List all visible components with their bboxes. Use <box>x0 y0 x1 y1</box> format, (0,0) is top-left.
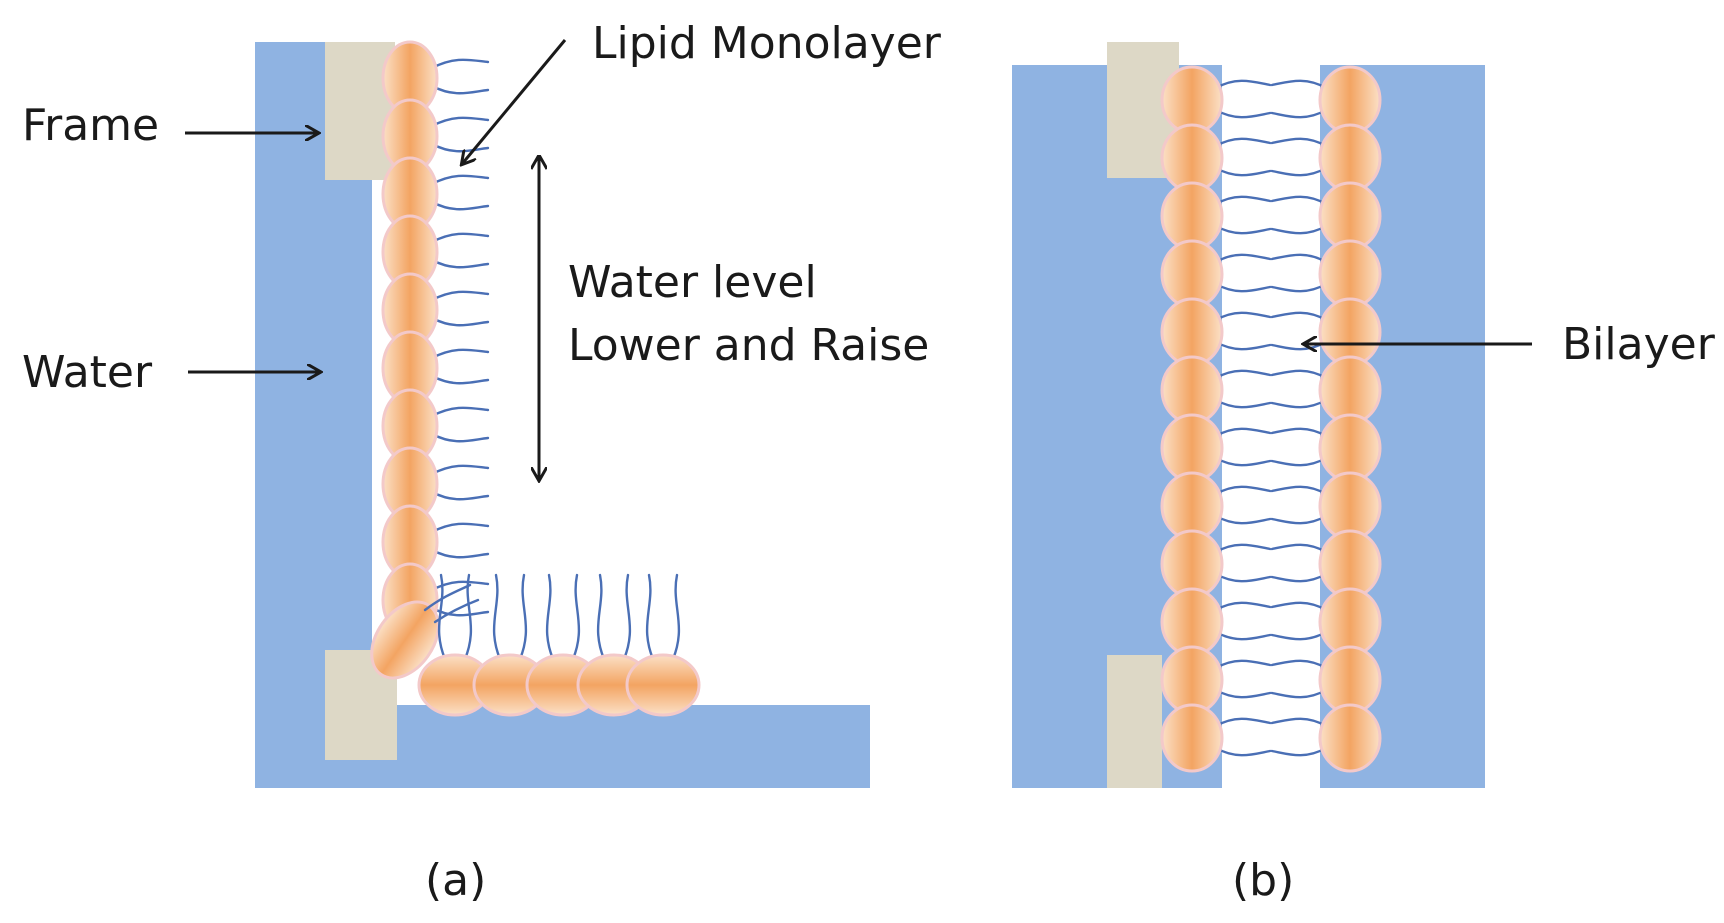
lipid-tail <box>1214 717 1272 728</box>
lipid-tail <box>1214 601 1272 612</box>
lipid-tail <box>430 290 490 302</box>
lipid-head <box>1160 181 1224 251</box>
lipid-head <box>1160 297 1224 367</box>
lipid-tail <box>1214 137 1272 148</box>
lipid-head <box>1318 413 1382 483</box>
lipid-head <box>1318 181 1382 251</box>
lipid-tail <box>1270 601 1328 612</box>
panel-b: Bilayer (b) <box>1012 42 1716 906</box>
lipid-head <box>1318 529 1382 599</box>
lipid-tail <box>430 464 490 476</box>
lipid-monolayer-vertical <box>381 40 490 638</box>
lipid-tail <box>430 606 490 617</box>
lipid-monolayer-horizontal <box>417 573 701 717</box>
lipid-tail <box>1270 369 1328 380</box>
lipid-monolayer-arrow <box>462 39 567 164</box>
lipid-tail <box>463 573 473 661</box>
lipid-tail <box>671 573 681 661</box>
lipid-tail <box>1214 427 1272 438</box>
lipid-head <box>1160 529 1224 599</box>
lipid-tail <box>1270 137 1328 148</box>
lipid-head <box>1160 65 1224 135</box>
water-level-label-line1: Water level <box>568 257 817 308</box>
panel-a-caption: (a) <box>425 855 486 906</box>
lipid-tail <box>1270 253 1328 264</box>
frame-label: Frame <box>22 100 159 151</box>
lipid-head <box>1318 471 1382 541</box>
lipid-head <box>1318 297 1382 367</box>
lipid-tail <box>430 348 490 360</box>
lipid-tail <box>430 522 490 534</box>
lipid-head <box>1160 413 1224 483</box>
lipid-tail <box>430 200 490 211</box>
lipid-tail <box>1214 195 1272 206</box>
lipid-tail <box>430 258 490 269</box>
lipid-head <box>1160 703 1224 773</box>
lipid-head <box>1318 703 1382 773</box>
lipid-tail <box>430 116 490 128</box>
water-region-a <box>255 42 870 788</box>
lipid-head <box>1318 123 1382 193</box>
lipid-tail <box>433 598 480 624</box>
lipid-tail <box>1270 195 1328 206</box>
lipid-tail <box>1214 659 1272 670</box>
lipid-head <box>625 653 701 717</box>
lipid-tail <box>1270 543 1328 554</box>
lipid-tail <box>430 174 490 186</box>
lipid-head <box>1160 123 1224 193</box>
lipid-head <box>1318 645 1382 715</box>
lipid-head <box>1160 471 1224 541</box>
lipid-tail <box>1214 369 1272 380</box>
lipid-head <box>1160 239 1224 309</box>
lipid-bilayer <box>1160 65 1382 773</box>
lipid-head <box>1160 355 1224 425</box>
lipid-head <box>1318 239 1382 309</box>
lipid-tail <box>1270 485 1328 496</box>
lipid-tail <box>423 583 472 612</box>
lipid-tail <box>622 573 632 661</box>
lipid-head <box>1318 355 1382 425</box>
lipid-tail <box>430 580 490 592</box>
lipid-monolayer-label: Lipid Monolayer <box>592 18 942 69</box>
lipid-tail <box>1270 659 1328 670</box>
lipid-tail <box>596 573 606 661</box>
lipid-tail <box>492 573 502 661</box>
lipid-tail <box>430 548 490 559</box>
lipid-tail <box>645 573 655 661</box>
panel-b-caption: (b) <box>1232 855 1294 906</box>
lipid-tail <box>1214 311 1272 322</box>
lipid-tail <box>518 573 528 661</box>
lipid-tail <box>1214 485 1272 496</box>
water-level-label-line2: Lower and Raise <box>568 320 929 371</box>
lipid-tail <box>430 432 490 443</box>
panel-a: Frame Water Lipid Monolayer Water level … <box>22 18 942 906</box>
lipid-tail <box>1270 717 1328 728</box>
lipid-tail <box>430 316 490 327</box>
lipid-tail <box>1270 427 1328 438</box>
lipid-tail <box>571 573 581 661</box>
water-label: Water <box>22 347 153 398</box>
lipid-tail <box>430 374 490 385</box>
lipid-tail <box>1270 311 1328 322</box>
lipid-tail <box>545 573 555 661</box>
frame-block-bottom-b <box>1107 655 1162 788</box>
lipid-head <box>1318 587 1382 657</box>
lipid-tail <box>430 84 490 95</box>
lipid-tail <box>1214 543 1272 554</box>
lipid-head <box>1318 65 1382 135</box>
lipid-tail <box>430 58 490 70</box>
lipid-tail <box>437 573 447 661</box>
bilayer-interior <box>1222 65 1320 788</box>
bilayer-label: Bilayer <box>1562 319 1716 370</box>
lipid-tail <box>430 406 490 418</box>
lipid-head <box>1160 587 1224 657</box>
lipid-tail <box>1270 79 1328 90</box>
lipid-tail <box>1214 253 1272 264</box>
lipid-tail <box>430 490 490 501</box>
lipid-tail <box>430 232 490 244</box>
lipid-head <box>1160 645 1224 715</box>
lipid-tail <box>1214 79 1272 90</box>
